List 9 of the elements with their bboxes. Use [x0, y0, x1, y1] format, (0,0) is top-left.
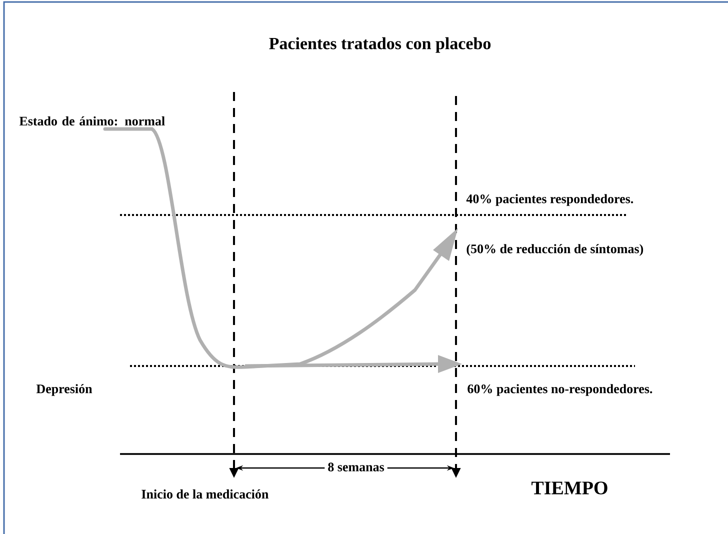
label-text: Depresión — [36, 384, 92, 396]
label-text: (50% de reducción de síntomas) — [466, 244, 644, 256]
label-text: Inicio de la medicación — [142, 489, 268, 499]
label-text: 60% pacientes no-respondedores. — [468, 384, 652, 396]
label-text: 40% pacientes respondedores. — [466, 194, 634, 206]
label-text: TIEMPO — [532, 482, 608, 494]
label-text: Estado de ánimo: normal — [19, 116, 165, 126]
label-text: 8 semanas — [328, 462, 384, 472]
title: Pacientes tratados con placebo — [269, 37, 491, 53]
